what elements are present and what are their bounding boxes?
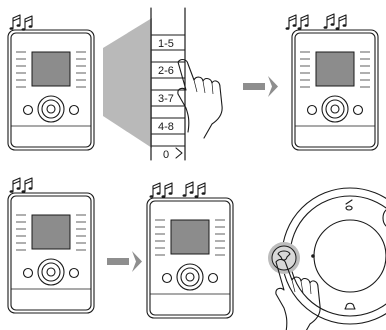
music-note-icon [8,177,34,194]
arrow-icon [243,76,278,97]
step-label-1-5: 1-5 [158,38,174,50]
handset-button[interactable] [268,242,300,274]
step-label-2-6: 2-6 [158,65,174,77]
intercom-device-2 [284,13,379,151]
handset-icon [277,250,291,261]
music-note-icon [8,14,34,32]
zoom-panel: 1-5 2-6 3-7 4-8 0 [150,7,186,161]
intercom-device-3 [7,177,95,314]
intercom-device-4 [146,181,234,319]
step-label-0: 0 [163,149,169,161]
chevron-right-icon [175,147,183,159]
step-label-3-7: 3-7 [158,93,174,105]
music-note-icon [148,181,207,199]
key-icon [345,199,353,211]
bell-icon [344,302,356,310]
music-note-icon [284,13,348,31]
step-label-4-8: 4-8 [158,121,174,133]
intercom-device-1 [7,14,95,151]
arrow-icon [107,251,142,272]
zoom-cone [103,18,152,148]
